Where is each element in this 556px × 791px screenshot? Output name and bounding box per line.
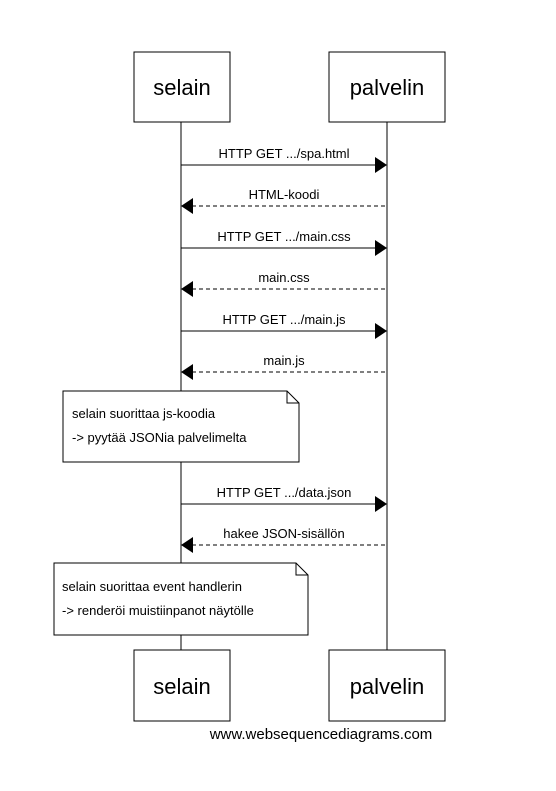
actor-browser-top: selain [133,51,231,123]
message-2-label: HTML-koodi [249,187,320,202]
message-4-label: main.css [258,270,310,285]
actor-browser-bottom-label: selain [153,674,210,699]
arrowhead-icon [375,323,387,339]
message-6: main.js [181,353,387,380]
note-1: selain suorittaa js-koodia -> pyytää JSO… [62,390,300,463]
message-8: hakee JSON-sisällön [181,526,387,553]
message-2: HTML-koodi [181,187,387,214]
actor-browser-bottom: selain [133,649,231,722]
message-1-label: HTTP GET .../spa.html [219,146,350,161]
actor-server-bottom-label: palvelin [350,674,425,699]
arrowhead-icon [181,281,193,297]
message-7: HTTP GET .../data.json [181,485,387,512]
message-8-label: hakee JSON-sisällön [223,526,344,541]
arrowhead-icon [181,198,193,214]
note-2-line-1: selain suorittaa event handlerin [62,579,242,594]
message-3-label: HTTP GET .../main.css [217,229,351,244]
message-5-label: HTTP GET .../main.js [222,312,346,327]
message-3: HTTP GET .../main.css [181,229,387,256]
message-1: HTTP GET .../spa.html [181,146,387,173]
arrowhead-icon [375,496,387,512]
arrowhead-icon [181,537,193,553]
arrowhead-icon [181,364,193,380]
actor-server-top-label: palvelin [350,75,425,100]
message-6-label: main.js [263,353,305,368]
message-4: main.css [181,270,387,297]
note-2: selain suorittaa event handlerin -> rend… [53,562,309,636]
actor-server-top: palvelin [328,51,446,123]
arrowhead-icon [375,240,387,256]
message-7-label: HTTP GET .../data.json [217,485,352,500]
arrowhead-icon [375,157,387,173]
note-1-line-2: -> pyytää JSONia palvelimelta [72,430,247,445]
actor-browser-top-label: selain [153,75,210,100]
message-5: HTTP GET .../main.js [181,312,387,339]
actor-server-bottom: palvelin [328,649,446,722]
watermark[interactable]: www.websequencediagrams.com [209,726,433,743]
note-1-line-1: selain suorittaa js-koodia [72,406,216,421]
note-2-line-2: -> renderöi muistiinpanot näytölle [62,603,254,618]
